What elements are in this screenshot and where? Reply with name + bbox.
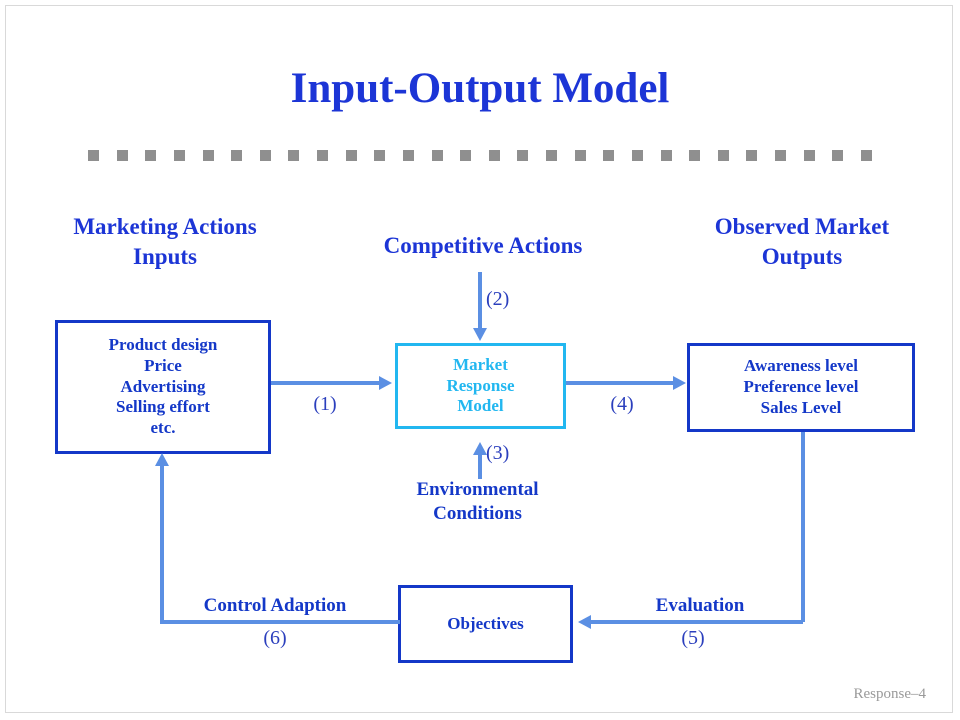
slide-footer: Response–4 bbox=[853, 686, 927, 702]
label-1: (1) bbox=[313, 393, 337, 415]
node-market-response-model[interactable]: Market Response Model bbox=[395, 343, 566, 429]
arrowhead-right-model-to-outputs bbox=[673, 376, 686, 390]
label-5: (5) bbox=[681, 627, 705, 649]
header-competitive-actions: Competitive Actions bbox=[348, 231, 618, 261]
divider-square bbox=[145, 150, 157, 161]
connector-outputs-to-objectives bbox=[590, 620, 803, 624]
connector-environment-to-model bbox=[478, 455, 482, 479]
connector-competitive-to-model bbox=[478, 272, 482, 330]
arrowhead-up-environment-to-model bbox=[473, 442, 487, 455]
label-evaluation: Evaluation bbox=[655, 595, 745, 616]
label-control-adaption: Control Adaption bbox=[203, 595, 347, 616]
node-text-line: Selling effort bbox=[116, 397, 210, 417]
node-objectives[interactable]: Objectives bbox=[398, 585, 573, 663]
header-line: Outputs bbox=[761, 244, 843, 270]
caption-line: Environmental bbox=[416, 479, 539, 500]
divider-square bbox=[116, 150, 128, 161]
connector-outputs-down bbox=[801, 432, 805, 622]
divider-square bbox=[431, 150, 443, 161]
header-line: Marketing Actions bbox=[73, 214, 257, 239]
arrowhead-right-inputs-to-model bbox=[379, 376, 392, 390]
header-line: Inputs bbox=[133, 244, 197, 270]
divider-square bbox=[173, 150, 185, 161]
node-text-line: Advertising bbox=[120, 376, 206, 396]
header-line: Observed Market bbox=[714, 214, 890, 239]
arrowhead-up-to-inputs bbox=[155, 453, 169, 466]
label-3: (3) bbox=[486, 442, 510, 464]
node-text-line: Product design bbox=[108, 335, 218, 355]
label-4: (4) bbox=[610, 393, 634, 415]
label-6: (6) bbox=[263, 627, 287, 649]
divider-square bbox=[603, 150, 615, 161]
node-text: Objectives bbox=[447, 614, 523, 635]
node-text-line: Model bbox=[457, 396, 504, 416]
node-marketing-inputs[interactable]: Product design Price Advertising Selling… bbox=[55, 320, 271, 454]
header-line: Competitive Actions bbox=[383, 233, 583, 258]
page-title: Input-Output Model bbox=[290, 65, 670, 112]
label-2: (2) bbox=[486, 288, 510, 310]
connector-model-to-outputs bbox=[566, 381, 676, 385]
caption-line: Conditions bbox=[433, 502, 522, 524]
divider-square bbox=[288, 150, 300, 161]
divider-square bbox=[345, 150, 357, 161]
divider-square bbox=[374, 150, 386, 161]
divider-square bbox=[775, 150, 786, 161]
divider-square bbox=[860, 150, 872, 161]
divider-square bbox=[231, 150, 243, 161]
node-text-line: Objectives bbox=[447, 613, 524, 633]
divider-square bbox=[803, 150, 815, 161]
divider-square bbox=[460, 150, 472, 161]
node-text-line: Awareness level bbox=[743, 356, 859, 376]
divider-square bbox=[546, 150, 557, 161]
node-market-outputs[interactable]: Awareness level Preference level Sales L… bbox=[687, 343, 915, 432]
node-text: Market Response Model bbox=[446, 355, 514, 417]
connector-control-up bbox=[160, 466, 164, 624]
divider-square bbox=[660, 150, 672, 161]
divider-square bbox=[202, 150, 214, 161]
divider-square bbox=[631, 150, 643, 161]
node-text-line: Sales Level bbox=[760, 397, 842, 417]
node-text-line: etc. bbox=[150, 418, 176, 438]
divider-square bbox=[259, 150, 271, 161]
divider-square bbox=[746, 150, 758, 161]
divider-square bbox=[317, 150, 328, 161]
connector-inputs-to-model bbox=[271, 381, 381, 385]
divider-square bbox=[517, 150, 529, 161]
arrowhead-left-to-objectives bbox=[578, 615, 591, 629]
node-text-line: Preference level bbox=[743, 377, 859, 397]
node-text: Awareness level Preference level Sales L… bbox=[744, 356, 859, 418]
divider-square bbox=[717, 150, 729, 161]
divider-square bbox=[488, 150, 500, 161]
divider-square bbox=[574, 150, 586, 161]
divider-square bbox=[689, 150, 701, 161]
label-environmental-conditions: Environmental Conditions bbox=[375, 478, 580, 526]
divider-square bbox=[88, 150, 99, 161]
divider-square bbox=[402, 150, 414, 161]
node-text-line: Market bbox=[453, 354, 508, 374]
node-text-line: Response bbox=[446, 375, 515, 395]
header-marketing-actions: Marketing Actions Inputs bbox=[35, 212, 295, 273]
divider-square bbox=[832, 150, 844, 161]
node-text: Product design Price Advertising Selling… bbox=[109, 335, 218, 439]
connector-objectives-to-control bbox=[160, 620, 400, 624]
arrowhead-down-competitive-to-model bbox=[473, 328, 487, 341]
header-observed-market: Observed Market Outputs bbox=[672, 212, 932, 273]
node-text-line: Price bbox=[144, 355, 182, 375]
dashed-divider bbox=[88, 150, 872, 161]
